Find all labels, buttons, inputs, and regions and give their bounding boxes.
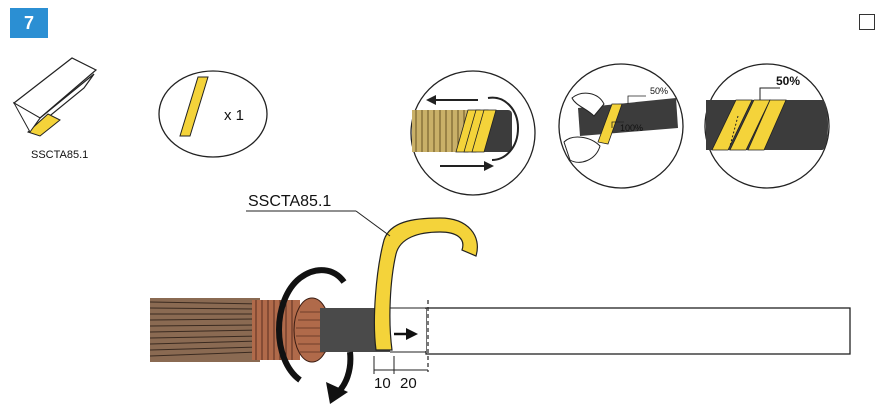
- step-number: 7: [23, 12, 34, 33]
- step-done-checkbox[interactable]: [859, 14, 875, 30]
- dimension-label-second: 20: [400, 375, 417, 392]
- quantity-oval: [158, 70, 268, 158]
- dimension-marks: [373, 356, 428, 374]
- tape-pack-icon: [12, 57, 98, 137]
- rotation-arrow: [276, 267, 354, 404]
- overlap-label-big: 50%: [776, 74, 800, 88]
- kit-item-code: SSCTA85.1: [31, 149, 88, 161]
- cable-strands: [149, 298, 261, 362]
- outer-sheath: [425, 307, 851, 355]
- detail-circle-overlap-closeup: 50%: [704, 63, 830, 189]
- quantity-label: x 1: [224, 107, 244, 124]
- overlap-label-top: 50%: [650, 86, 668, 96]
- step-number-badge: 7: [10, 8, 48, 38]
- callout-label: SSCTA85.1: [248, 193, 331, 210]
- overlap-label-bottom: 100%: [620, 123, 643, 133]
- cable-jacket: [320, 308, 390, 352]
- detail-circle-overlap: 50% 100%: [558, 63, 684, 189]
- yellow-tape: [373, 217, 478, 351]
- detail-circle-wrap-direction: [410, 70, 536, 196]
- dimension-label-first: 10: [374, 375, 391, 392]
- copper-screen: [252, 297, 331, 363]
- tape-strip-icon: [179, 76, 209, 137]
